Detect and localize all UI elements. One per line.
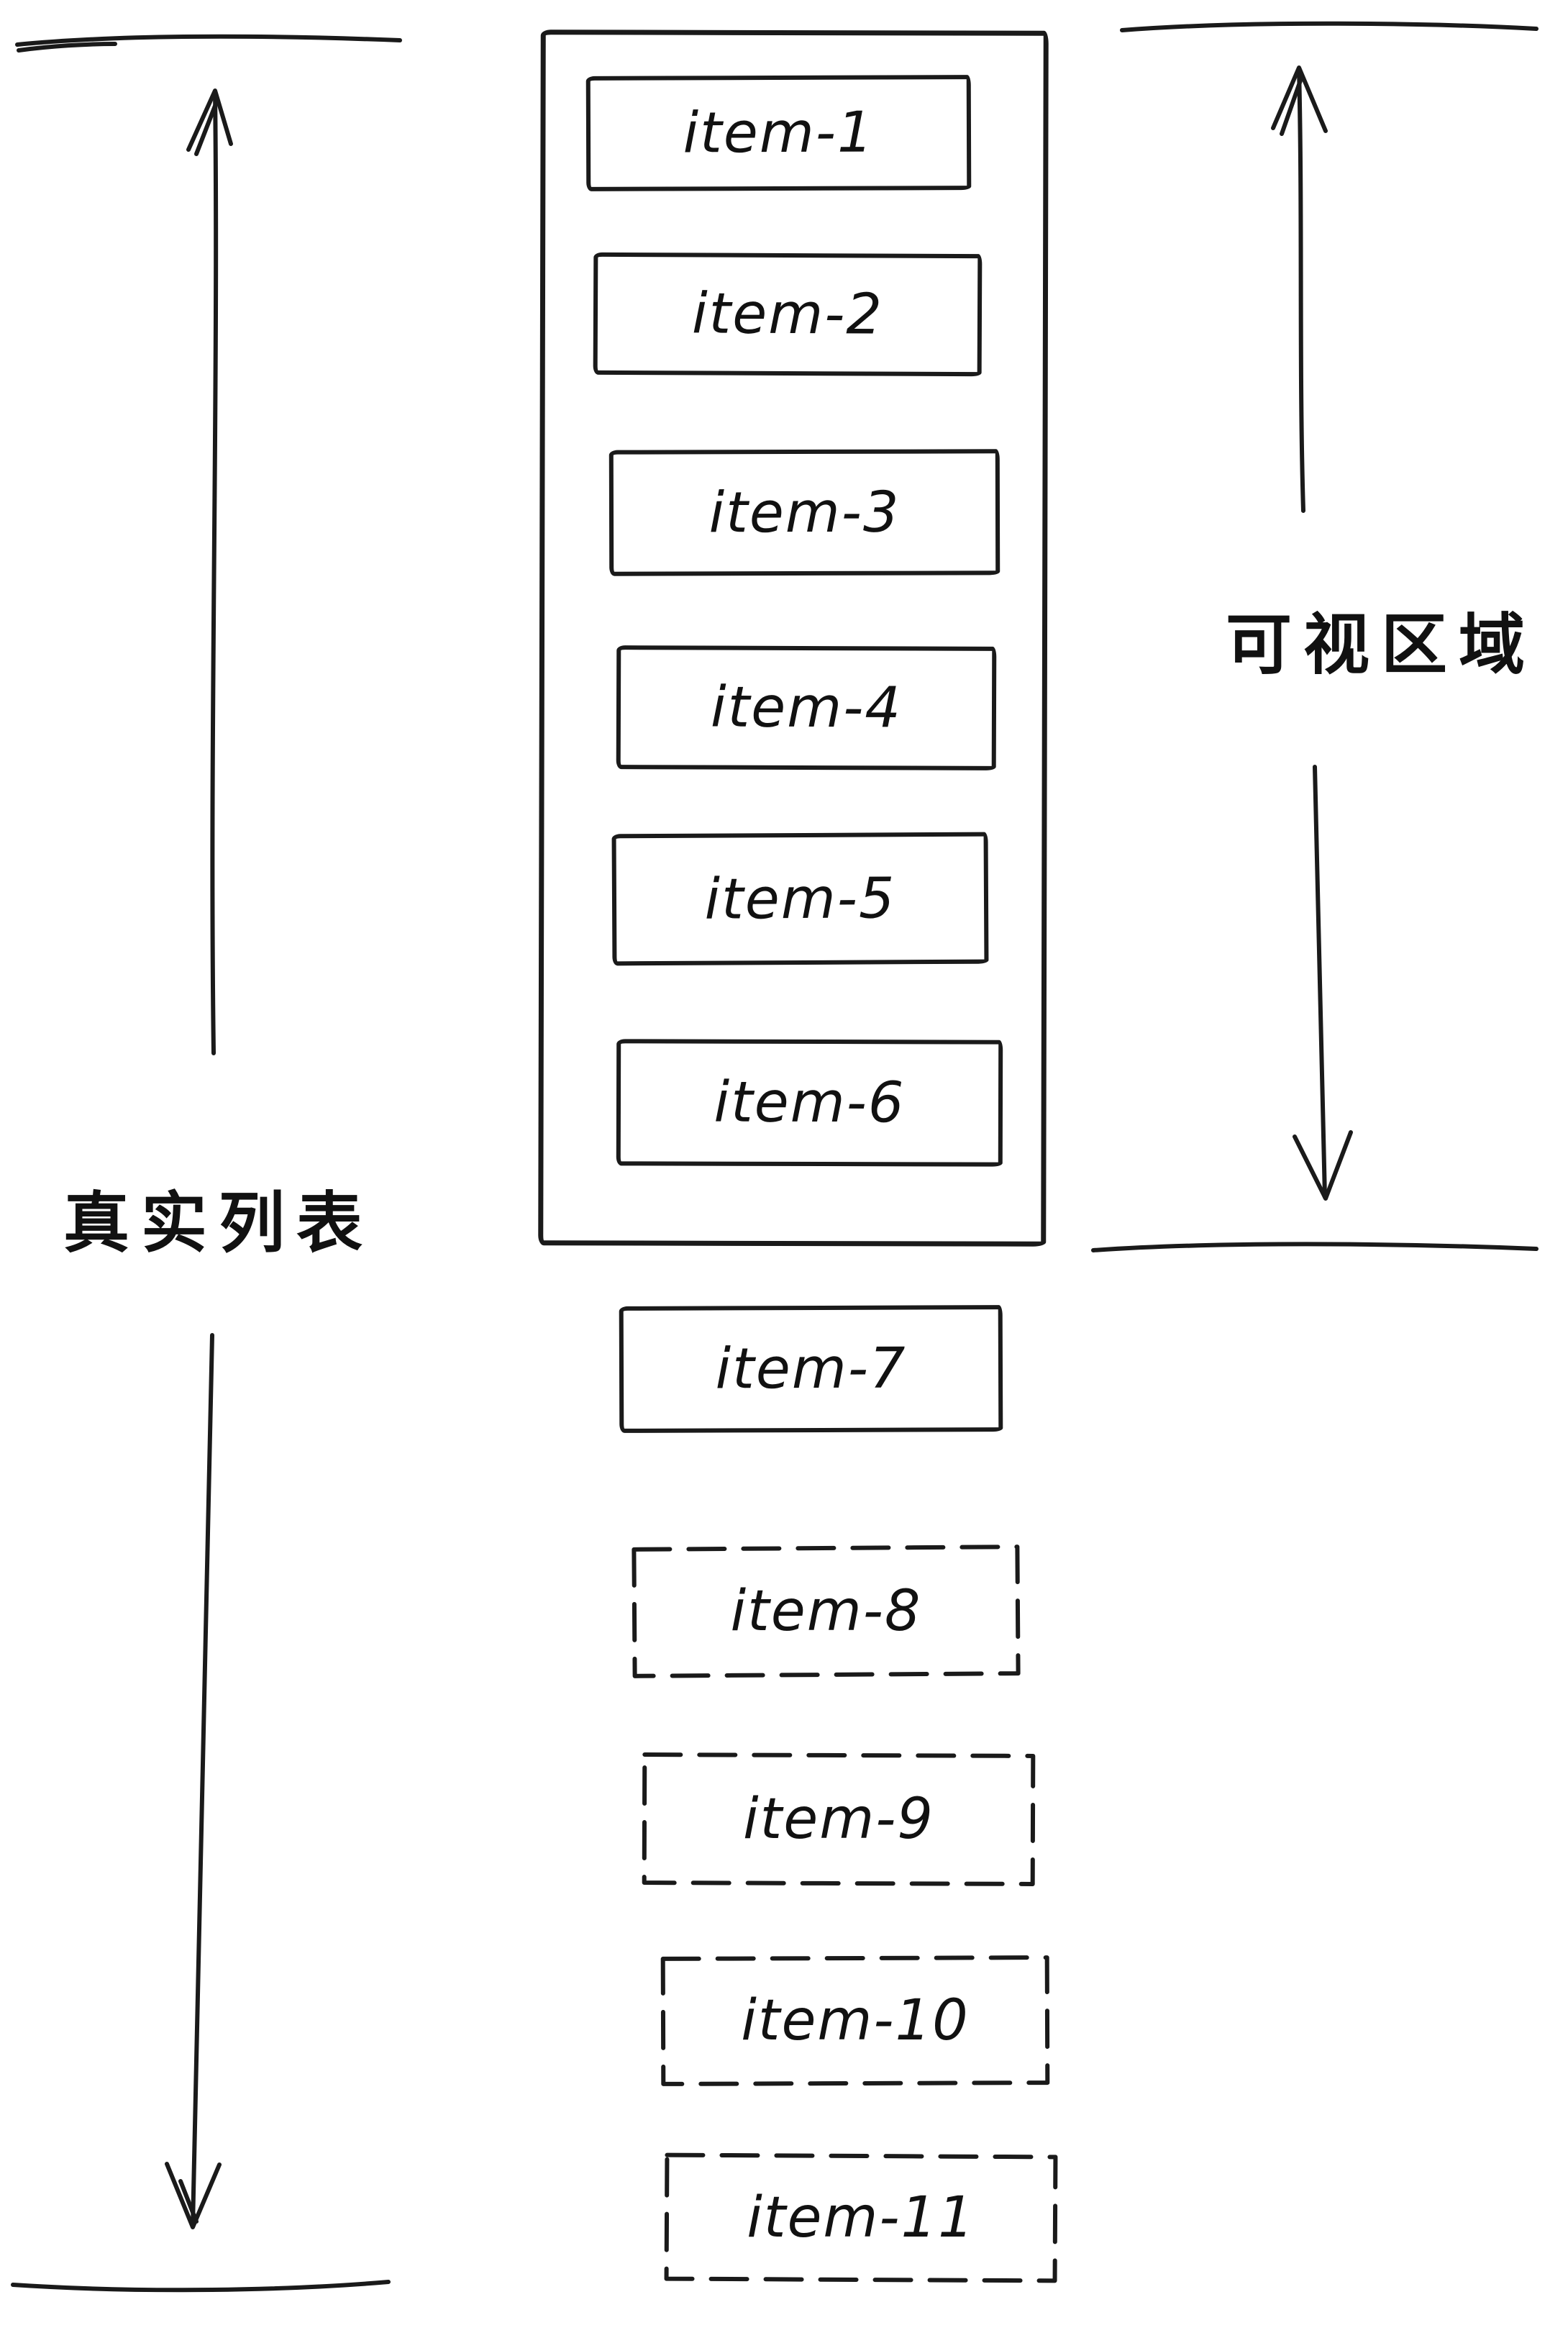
item-5: item-5	[611, 832, 989, 966]
item-2: item-2	[593, 252, 983, 377]
real-list-top-line-overstroke	[17, 42, 117, 53]
real-list-arrow-down-head	[165, 2162, 222, 2229]
item-3: item-3	[608, 449, 1000, 576]
viewport-label: 可视区域	[1226, 606, 1537, 683]
viewport-arrow-up-head-overstroke	[1280, 78, 1303, 136]
item-8-border	[632, 1545, 1021, 1678]
viewport-arrow-down-head	[1293, 1130, 1353, 1201]
item-9: item-9	[743, 1787, 934, 1852]
item-10: item-10	[741, 1988, 970, 2053]
item-6: item-6	[616, 1039, 1003, 1167]
item-11: item-11	[747, 2185, 975, 2250]
item-8: item-8	[730, 1579, 922, 1644]
real-list-arrow-up-head	[186, 88, 233, 152]
item-1: item-1	[585, 75, 972, 191]
item-10-border	[660, 1955, 1050, 2086]
real-list-arrow-up-head-overstroke	[194, 100, 219, 156]
item-11-border	[664, 2152, 1058, 2283]
real-list-top-line	[15, 34, 402, 47]
item-7: item-7	[619, 1305, 1003, 1433]
real-list-arrow-up-shaft	[210, 90, 219, 1055]
real-list-label: 真实列表	[63, 1185, 375, 1262]
viewport-arrow-up-shaft	[1297, 67, 1305, 513]
viewport-top-line	[1120, 21, 1539, 32]
viewport-arrow-down-shaft	[1313, 765, 1327, 1199]
item-9-border	[642, 1752, 1036, 1886]
item-4: item-4	[616, 645, 997, 770]
viewport-bottom-line	[1091, 1242, 1539, 1252]
real-list-arrow-down-head-overstroke	[178, 2179, 199, 2224]
real-list-arrow-down-shaft	[191, 1333, 214, 2228]
real-list-bottom-line	[11, 2280, 391, 2293]
viewport-arrow-up-head	[1271, 65, 1328, 133]
